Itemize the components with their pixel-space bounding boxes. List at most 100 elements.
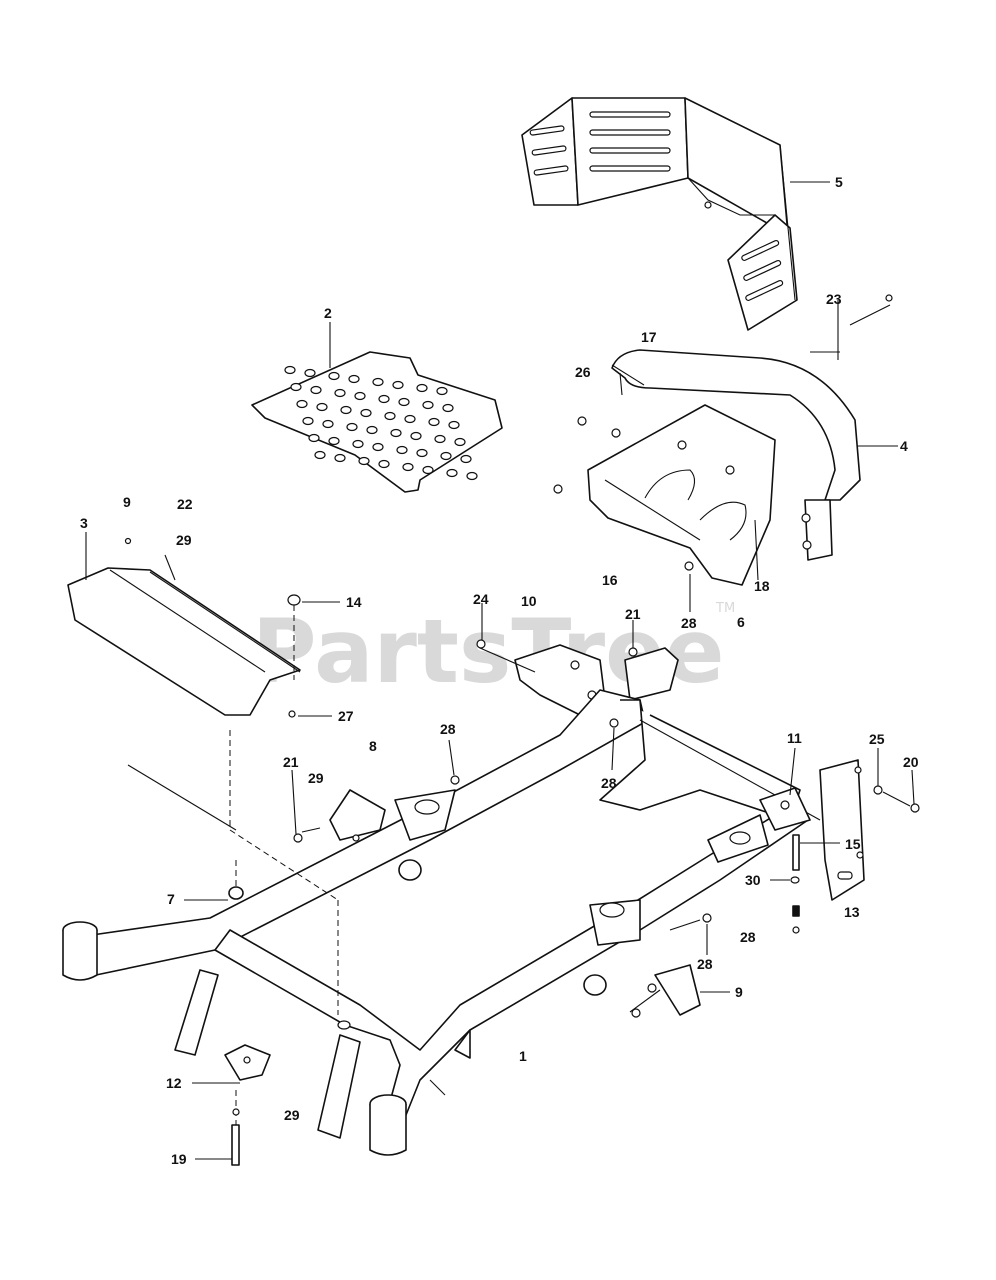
callout-27: 27	[338, 708, 354, 724]
floor-plate-hole	[284, 365, 296, 375]
floor-plate-hole	[434, 434, 446, 444]
floor-plate-hole	[402, 462, 414, 472]
floor-plate-hole	[304, 368, 316, 378]
floor-plate-hole	[366, 425, 378, 435]
floor-plate-hole	[384, 411, 396, 421]
assembly-line	[229, 829, 339, 901]
floor-plate-hole	[328, 436, 340, 446]
floor-plate-hole	[372, 442, 384, 452]
floor-plate-hole	[310, 385, 322, 395]
callout-28: 28	[697, 956, 713, 972]
floor-plate-hole	[378, 394, 390, 404]
callout-labels: 5 23 17 2 26 4 9 22 3 29 18 16 14 24 10 …	[80, 174, 919, 1167]
callout-6: 6	[737, 614, 745, 630]
callout-21: 21	[625, 606, 641, 622]
callout-3: 3	[80, 515, 88, 531]
floor-plate-hole	[428, 417, 440, 427]
callout-4: 4	[900, 438, 908, 454]
part-12-mount	[192, 1044, 271, 1125]
part-9-bracket	[629, 964, 730, 1018]
callout-29: 29	[176, 532, 192, 548]
floor-plate-hole	[410, 431, 422, 441]
callout-22: 22	[177, 496, 193, 512]
floor-plate-hole	[314, 450, 326, 460]
floor-plate-hole	[446, 468, 458, 478]
floor-plate-hole	[348, 374, 360, 384]
floor-plate-hole	[378, 459, 390, 469]
callout-23: 23	[826, 291, 842, 307]
callout-12: 12	[166, 1075, 182, 1091]
callout-29: 29	[308, 770, 324, 786]
floor-plate-hole	[416, 383, 428, 393]
watermark-trademark: TM	[715, 601, 735, 616]
callout-11: 11	[787, 730, 802, 746]
part-14-bushing	[287, 594, 340, 680]
callout-28: 28	[740, 929, 756, 945]
floor-plate-hole	[316, 402, 328, 412]
part-11-plate	[759, 747, 811, 831]
callout-30: 30	[745, 872, 761, 888]
floor-plate-hole	[322, 419, 334, 429]
callout-25: 25	[869, 731, 885, 747]
callout-26: 26	[575, 364, 591, 380]
part-19-pin	[195, 1124, 240, 1166]
callout-9: 9	[123, 494, 131, 510]
floor-plate-hole	[390, 428, 402, 438]
callout-28: 28	[681, 615, 697, 631]
floor-plate-hole	[354, 391, 366, 401]
assembly-line	[127, 764, 237, 831]
floor-plate-hole	[396, 445, 408, 455]
part-27-nut	[288, 710, 332, 718]
callout-18: 18	[754, 578, 770, 594]
callout-7: 7	[167, 891, 175, 907]
part-13-side-plate	[819, 759, 865, 901]
floor-plate-hole	[392, 380, 404, 390]
callout-5: 5	[835, 174, 843, 190]
part-7-bushing	[184, 860, 244, 901]
floor-plate-hole	[346, 422, 358, 432]
callout-28: 28	[440, 721, 456, 737]
callout-28: 28	[601, 775, 617, 791]
callout-14: 14	[346, 594, 362, 610]
part-29-bracket	[329, 789, 386, 842]
callout-15: 15	[845, 836, 861, 852]
callout-13: 13	[844, 904, 860, 920]
floor-plate-hole	[398, 397, 410, 407]
floor-plate-hole	[460, 454, 472, 464]
floor-plate-hole	[404, 414, 416, 424]
floor-plate-hole	[334, 388, 346, 398]
callout-21: 21	[283, 754, 299, 770]
floor-plate-hole	[454, 437, 466, 447]
floor-plate-hole	[358, 456, 370, 466]
callout-17: 17	[641, 329, 657, 345]
floor-plate-hole	[372, 377, 384, 387]
callout-29: 29	[284, 1107, 300, 1123]
fastener-leaders	[291, 294, 920, 955]
floor-plate-hole	[308, 433, 320, 443]
callout-19: 19	[171, 1151, 187, 1167]
callout-9: 9	[735, 984, 743, 1000]
callout-24: 24	[473, 591, 489, 607]
floor-plate-hole	[436, 386, 448, 396]
part-6-seat-bracket	[553, 364, 776, 586]
floor-plate-hole	[334, 453, 346, 463]
floor-plate-hole	[328, 371, 340, 381]
floor-plate-hole	[442, 403, 454, 413]
part-4-seat-frame	[611, 300, 898, 561]
callout-10: 10	[521, 593, 537, 609]
floor-plate-hole	[422, 465, 434, 475]
floor-plate-hole	[340, 405, 352, 415]
floor-plate-hole	[302, 416, 314, 426]
floor-plate-hole	[360, 408, 372, 418]
part-1-main-frame	[62, 689, 821, 1156]
floor-plate-hole	[422, 400, 434, 410]
callout-2: 2	[324, 305, 332, 321]
floor-plate-hole	[448, 420, 460, 430]
part-2-floor-plate	[251, 322, 503, 493]
callout-1: 1	[519, 1048, 527, 1064]
floor-plate-hole	[416, 448, 428, 458]
floor-plate-hole	[440, 451, 452, 461]
callout-20: 20	[903, 754, 919, 770]
